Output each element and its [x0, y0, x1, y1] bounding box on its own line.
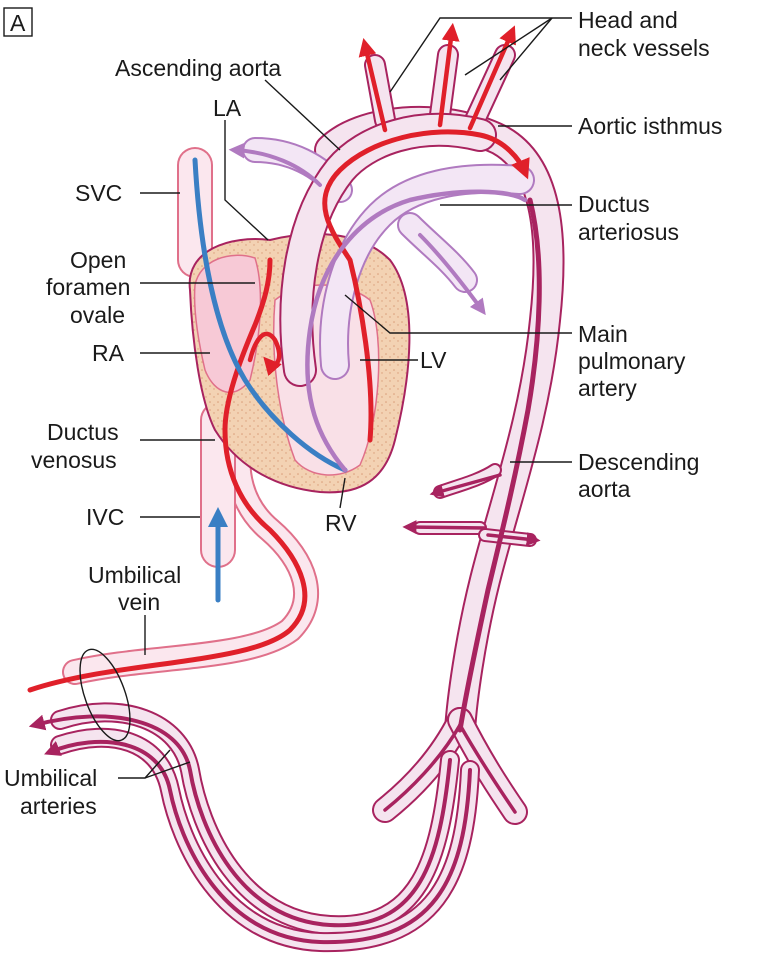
- label-ra: RA: [92, 340, 125, 366]
- label-open-foramen-1: Open: [70, 247, 126, 273]
- umbilical-cord-ring: [79, 648, 131, 742]
- label-ductus-venosus-1: Ductus: [47, 419, 119, 445]
- label-open-foramen-2: foramen: [46, 274, 130, 300]
- label-ivc: IVC: [86, 504, 124, 530]
- flow-pulmonary: [305, 189, 528, 473]
- label-main-pulmonary-2: pulmonary: [578, 348, 686, 374]
- flow-umbilical-vein: [27, 257, 308, 693]
- leader-head-neck: [389, 17, 572, 93]
- flow-umbilical-artery-2: [44, 739, 472, 945]
- leader-head-neck-3: [499, 17, 553, 81]
- flow-pulmonary-left: [228, 142, 322, 187]
- leader-lines: [118, 17, 572, 779]
- label-head-neck-2: neck vessels: [578, 35, 710, 61]
- leader-main-pulmonary: [344, 294, 572, 334]
- leader-umbilical-arteries-2: [144, 761, 191, 779]
- label-ductus-arteriosus-2: arteriosus: [578, 219, 679, 245]
- leader-rv: [339, 477, 346, 509]
- label-la: LA: [213, 95, 242, 121]
- label-umbilical-arteries-2: arteries: [20, 793, 97, 819]
- flow-side-branch-2: [402, 520, 487, 535]
- leader-la: [224, 120, 269, 241]
- flow-head-neck-3: [467, 25, 516, 131]
- leader-ascending-aorta: [264, 79, 341, 151]
- label-ductus-arteriosus-1: Ductus: [578, 191, 650, 217]
- flow-head-neck-2: [437, 22, 460, 128]
- flow-svc: [192, 157, 348, 473]
- flow-foramen-ovale: [247, 331, 282, 377]
- label-umbilical-vein-1: Umbilical: [88, 562, 181, 588]
- flow-umbilical-artery-1: [28, 714, 452, 928]
- label-descending-aorta-2: aorta: [578, 476, 631, 502]
- label-main-pulmonary-1: Main: [578, 321, 628, 347]
- label-head-neck-1: Head and: [578, 7, 678, 33]
- labels: Head and neck vessels Ascending aorta LA…: [4, 7, 722, 819]
- label-ductus-venosus-2: venosus: [31, 447, 117, 473]
- flow-iliac-right: [458, 723, 517, 814]
- flow-side-branch-1: [429, 473, 502, 498]
- flow-head-neck-1: [358, 37, 388, 133]
- flow-side-branch-3: [486, 532, 541, 547]
- label-aortic-isthmus: Aortic isthmus: [578, 113, 722, 139]
- label-rv: RV: [325, 510, 357, 536]
- panel-label-text: A: [10, 10, 26, 36]
- label-ascending-aorta: Ascending aorta: [115, 55, 281, 81]
- blood-flow-lines: [27, 22, 542, 945]
- panel-label: A: [3, 7, 33, 37]
- label-lv: LV: [420, 347, 447, 373]
- flow-ascending-aorta: [322, 129, 530, 443]
- label-umbilical-arteries-1: Umbilical: [4, 765, 97, 791]
- flow-pulmonary-right: [418, 233, 486, 316]
- flow-descending-aorta: [457, 197, 542, 733]
- label-open-foramen-3: ovale: [70, 302, 125, 328]
- leader-head-neck-2: [464, 17, 553, 76]
- label-main-pulmonary-3: artery: [578, 375, 637, 401]
- label-descending-aorta-1: Descending: [578, 449, 699, 475]
- label-svc: SVC: [75, 180, 122, 206]
- label-umbilical-vein-2: vein: [118, 589, 160, 615]
- flow-iliac-left: [383, 723, 462, 812]
